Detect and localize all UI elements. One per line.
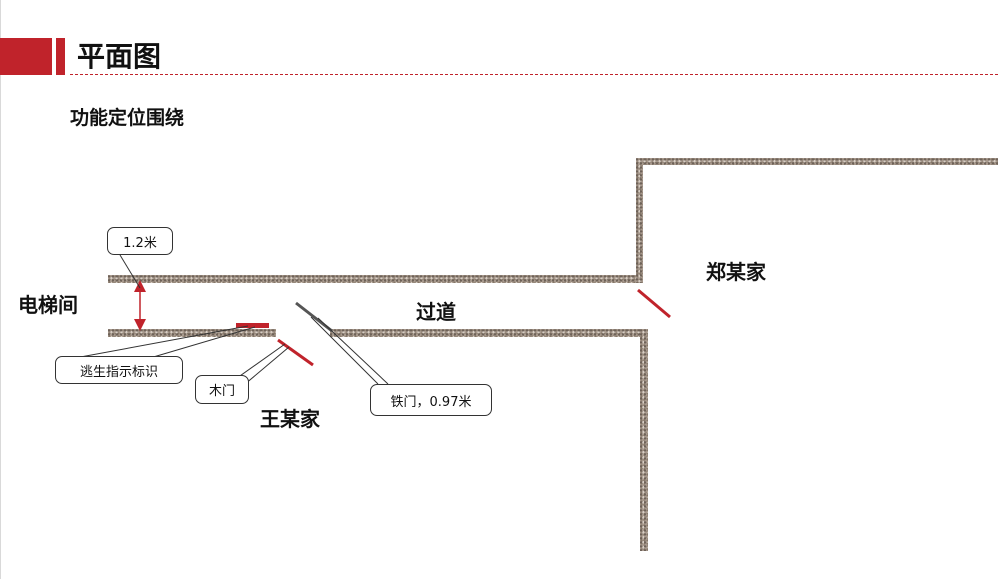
iron-door-callout: 铁门，0.97米 — [370, 384, 492, 416]
title-accent-bar — [56, 38, 65, 75]
zheng-home-label: 郑某家 — [706, 260, 766, 284]
width-callout-leader — [119, 254, 141, 289]
wood-door — [277, 338, 314, 367]
title-accent-block — [0, 38, 52, 75]
iron-door-leader-a — [310, 316, 379, 385]
title-divider — [70, 74, 998, 75]
page-left-border — [0, 0, 1, 579]
width-callout: 1.2米 — [107, 227, 173, 255]
corridor-label: 过道 — [416, 300, 456, 324]
corridor-top-wall — [108, 275, 640, 283]
escape-sign-callout: 逃生指示标识 — [55, 356, 183, 384]
escape-sign-marker — [236, 323, 269, 328]
corridor-end-vertical-wall — [640, 329, 648, 551]
zheng-home-vertical-wall — [636, 158, 643, 283]
elevator-hall-label: 电梯间 — [18, 293, 78, 317]
wood-door-callout: 木门 — [195, 375, 249, 404]
wang-home-label: 王某家 — [260, 407, 320, 431]
page-title: 平面图 — [77, 40, 162, 73]
escape-sign-leader-b — [149, 326, 256, 359]
zheng-home-door — [637, 288, 671, 319]
page-subtitle: 功能定位围绕 — [70, 107, 185, 129]
zheng-home-top-wall — [636, 158, 998, 165]
escape-sign-leader-a — [74, 325, 249, 359]
iron-door — [295, 301, 333, 333]
iron-door-leader-b — [317, 317, 389, 385]
corridor-bottom-wall-right — [330, 329, 648, 337]
corridor-bottom-wall-left — [108, 329, 276, 337]
